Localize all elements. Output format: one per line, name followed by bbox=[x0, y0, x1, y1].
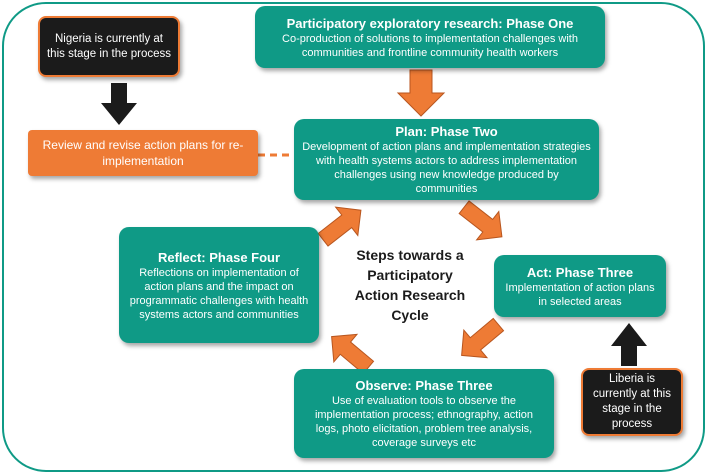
phase-one-body: Co-production of solutions to implementa… bbox=[282, 32, 578, 59]
liberia-note-text: Liberia is currently at this stage in th… bbox=[593, 373, 671, 430]
review-box: Review and revise action plans for re-im… bbox=[28, 130, 258, 176]
act-body: Implementation of action plans in select… bbox=[505, 281, 655, 308]
nigeria-note: Nigeria is currently at this stage in th… bbox=[38, 16, 180, 77]
arrow-phase-one-to-plan bbox=[396, 69, 446, 117]
act-title: Act: Phase Three bbox=[526, 264, 634, 280]
reflect-body: Reflections on implementation of action … bbox=[129, 266, 309, 321]
arrow-reflect-to-plan bbox=[317, 206, 362, 247]
arrow-observe-to-reflect bbox=[331, 333, 375, 375]
phase-one-title: Participatory exploratory research: Phas… bbox=[286, 15, 574, 31]
arrow-nigeria-to-review bbox=[101, 83, 137, 125]
phase-two-box: Plan: Phase Two Development of action pl… bbox=[294, 119, 599, 200]
arrow-plan-to-act bbox=[458, 200, 503, 241]
phase-two-title: Plan: Phase Two bbox=[395, 124, 498, 139]
observe-box: Observe: Phase Three Use of evaluation t… bbox=[294, 369, 554, 458]
reflect-title: Reflect: Phase Four bbox=[157, 249, 281, 265]
phase-two-body: Development of action plans and implemen… bbox=[302, 141, 591, 195]
nigeria-note-text: Nigeria is currently at this stage in th… bbox=[46, 32, 171, 60]
review-text: Review and revise action plans for re-im… bbox=[42, 138, 244, 168]
observe-title: Observe: Phase Three bbox=[355, 378, 493, 393]
arrow-act-to-observe bbox=[461, 317, 505, 359]
act-box: Act: Phase Three Implementation of actio… bbox=[494, 255, 666, 317]
observe-body: Use of evaluation tools to observe the i… bbox=[314, 395, 534, 449]
reflect-box: Reflect: Phase Four Reflections on imple… bbox=[119, 227, 319, 343]
arrow-liberia-to-act bbox=[611, 323, 647, 366]
liberia-note: Liberia is currently at this stage in th… bbox=[581, 368, 683, 436]
phase-one-box: Participatory exploratory research: Phas… bbox=[255, 6, 605, 68]
cycle-center-label: Steps towards a Participatory Action Res… bbox=[354, 247, 466, 323]
